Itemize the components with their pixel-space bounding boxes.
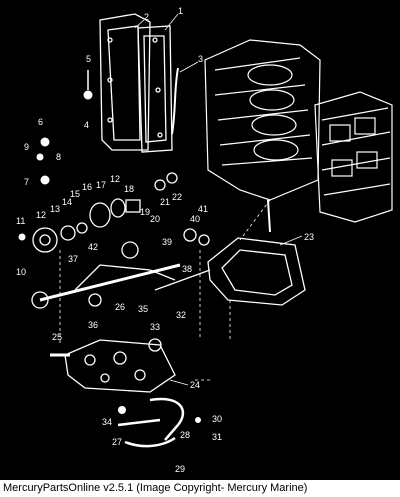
callout-3: 3 xyxy=(198,54,203,64)
callout-21: 21 xyxy=(160,197,170,207)
callout-22: 22 xyxy=(172,192,182,202)
callout-9: 9 xyxy=(24,142,29,152)
callout-31: 31 xyxy=(212,432,222,442)
callout-14: 14 xyxy=(62,197,72,207)
callout-28: 28 xyxy=(180,430,190,440)
callout-19: 19 xyxy=(140,207,150,217)
callout-17: 17 xyxy=(96,180,106,190)
callout-42: 42 xyxy=(88,242,98,252)
callout-34: 34 xyxy=(102,417,112,427)
callout-29: 29 xyxy=(175,464,185,474)
small-fasteners xyxy=(18,70,93,241)
lower-adapter-plate xyxy=(64,339,176,393)
callout-26: 26 xyxy=(115,302,125,312)
callout-2: 2 xyxy=(144,12,149,22)
washer-30 xyxy=(195,417,201,423)
seal-strip xyxy=(171,67,179,135)
callout-20: 20 xyxy=(150,214,160,224)
gasket-23 xyxy=(207,237,306,306)
linkage-bracket xyxy=(117,397,185,448)
callout-16: 16 xyxy=(82,182,92,192)
callout-10: 10 xyxy=(16,267,26,277)
callout-35: 35 xyxy=(138,304,148,314)
callout-13: 13 xyxy=(50,204,60,214)
callout-41: 41 xyxy=(198,204,208,214)
copyright-caption: MercuryPartsOnline v2.5.1 (Image Copyrig… xyxy=(0,480,400,497)
diagram-background xyxy=(0,0,400,480)
callout-36: 36 xyxy=(88,320,98,330)
callout-38: 38 xyxy=(182,264,192,274)
callout-27: 27 xyxy=(112,437,122,447)
exploded-parts-diagram: 1 2 3 4 5 6 7 8 9 10 11 12 12 13 14 15 1… xyxy=(0,0,400,480)
callout-12b: 12 xyxy=(110,174,120,184)
callout-23: 23 xyxy=(304,232,314,242)
callout-40: 40 xyxy=(190,214,200,224)
callout-5: 5 xyxy=(86,54,91,64)
callout-32: 32 xyxy=(176,310,186,320)
callout-11: 11 xyxy=(16,216,25,226)
callout-24: 24 xyxy=(190,380,200,390)
callout-37: 37 xyxy=(68,254,78,264)
callout-25: 25 xyxy=(52,332,62,342)
crankcase-cover xyxy=(314,91,393,223)
callout-1: 1 xyxy=(178,6,183,16)
leader-lines xyxy=(134,13,303,386)
cover-plate-gasket xyxy=(99,13,173,153)
callout-30: 30 xyxy=(212,414,222,424)
screw-34 xyxy=(118,406,126,414)
callout-6: 6 xyxy=(38,117,43,127)
shaft-assembly xyxy=(31,172,211,352)
alignment-lines xyxy=(59,199,271,381)
callout-8: 8 xyxy=(56,152,61,162)
callout-18: 18 xyxy=(124,184,134,194)
callout-labels: 1 2 3 4 5 6 7 8 9 10 11 12 12 13 14 15 1… xyxy=(16,6,314,474)
callout-39: 39 xyxy=(162,237,172,247)
callout-33: 33 xyxy=(150,322,160,332)
callout-12a: 12 xyxy=(36,210,46,220)
callout-7: 7 xyxy=(24,177,29,187)
callout-15: 15 xyxy=(70,189,80,199)
callout-4: 4 xyxy=(84,120,89,130)
